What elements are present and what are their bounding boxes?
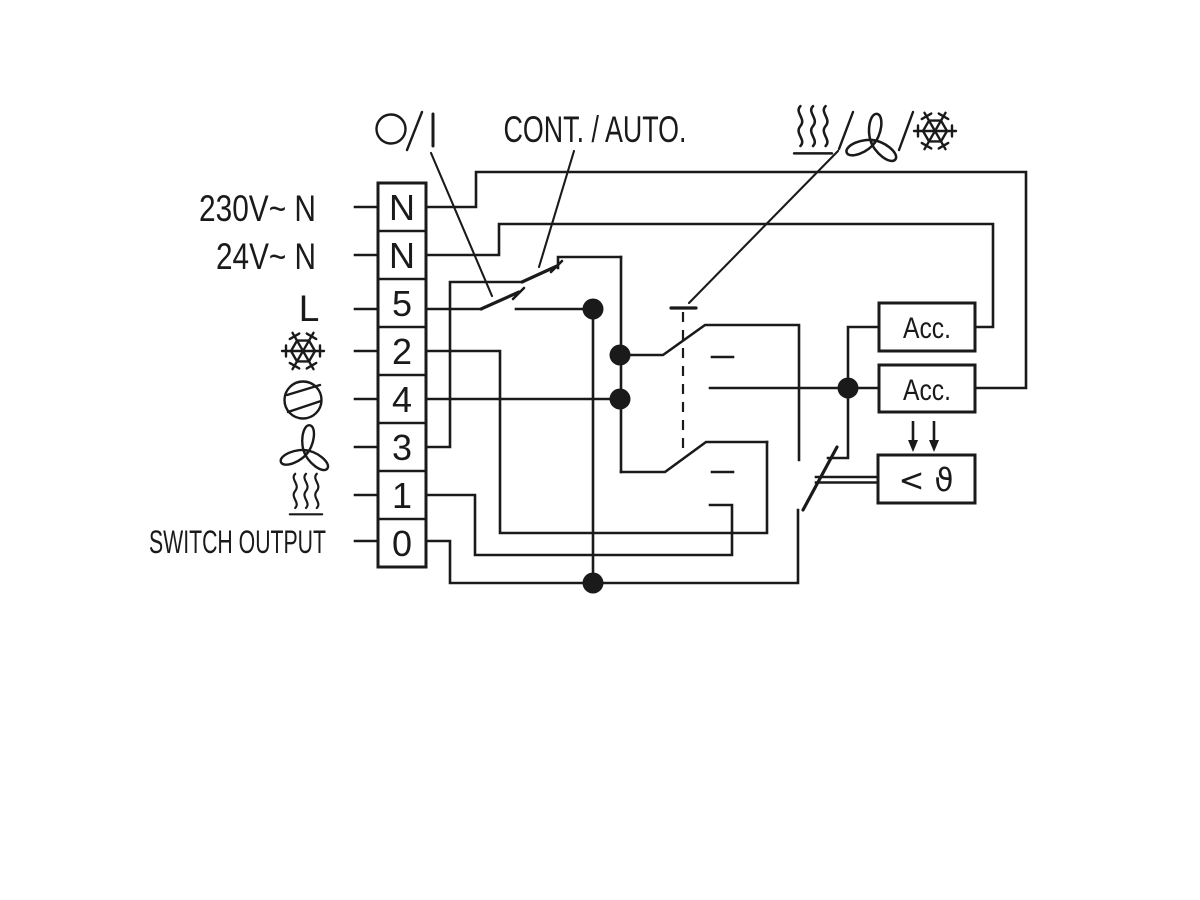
- thermostat-switch-arm: [801, 445, 839, 512]
- wire-24v-neutral: [424, 222, 995, 329]
- snowflake-icon: [280, 331, 326, 371]
- cont-auto-leader-line: [537, 149, 576, 269]
- wire-terminal-0: [424, 508, 800, 585]
- label-cont-auto: CONT. / AUTO.: [504, 109, 687, 150]
- terminal-label: 5: [392, 283, 412, 324]
- cont-auto-contact-tick: [549, 259, 564, 274]
- thermostat-box: < ϑ: [876, 453, 977, 505]
- fan-icon: [279, 424, 331, 473]
- terminal-block: N N 5 2 4 3 1 0: [376, 181, 428, 569]
- mode-icons-group: [794, 106, 958, 164]
- terminal-label: 0: [392, 523, 412, 564]
- terminal-label: 2: [392, 331, 412, 372]
- label-switch-output: SWITCH OUTPUT: [149, 524, 326, 560]
- arrow-down-icon: [929, 421, 939, 452]
- junction-dot: [582, 298, 604, 320]
- junction-dot: [609, 344, 631, 366]
- thermostat-label: < ϑ: [899, 461, 954, 499]
- mode-selector-upper-arm: [618, 323, 801, 462]
- label-230v-supply: 230V~ N: [199, 188, 316, 229]
- acc-top-label: Acc.: [903, 312, 951, 345]
- on-off-contact-tick: [511, 286, 526, 301]
- junction-dot: [837, 377, 859, 399]
- on-off-leader-line: [429, 151, 494, 298]
- wire-cont-auto-fixed: [556, 255, 623, 270]
- acc-box-top: Acc.: [877, 301, 977, 353]
- label-line-l: L: [299, 288, 320, 329]
- wire-acc-top-left: [846, 325, 881, 390]
- label-24v-supply: 24V~ N: [216, 236, 316, 277]
- terminal-label: 3: [392, 427, 412, 468]
- heating-icon: [794, 106, 832, 153]
- acc-bottom-label: Acc.: [903, 374, 951, 407]
- cont-auto-switch-arm: [520, 264, 559, 284]
- arrow-down-icon: [908, 421, 918, 452]
- slash-divider: [837, 110, 855, 151]
- terminal-label: N: [389, 235, 415, 276]
- acc-box-bottom: Acc.: [877, 363, 977, 414]
- mode-leader-line: [687, 149, 840, 305]
- heating-icon: [290, 474, 322, 515]
- wire-230v-neutral: [424, 170, 1028, 390]
- slash-divider: [897, 110, 915, 152]
- fan-icon: [844, 113, 898, 164]
- junction-dot: [582, 572, 604, 594]
- wire-terminal-2: [424, 349, 769, 535]
- pump-icon: [283, 380, 323, 420]
- on-off-symbol: [375, 110, 435, 152]
- wire-thermostat-contact: [826, 386, 850, 460]
- terminal-label: N: [389, 187, 415, 228]
- junction-dot: [609, 388, 631, 410]
- terminal-left-leads: [353, 205, 380, 543]
- wire-terminal-1: [424, 493, 734, 557]
- mode-selector-lower-arm: [619, 440, 769, 474]
- terminal-label: 1: [392, 475, 412, 516]
- terminal-label: 4: [392, 379, 412, 420]
- snowflake-icon: [912, 111, 958, 151]
- wire-terminal-3: [424, 280, 524, 449]
- on-off-switch-arm: [479, 290, 521, 311]
